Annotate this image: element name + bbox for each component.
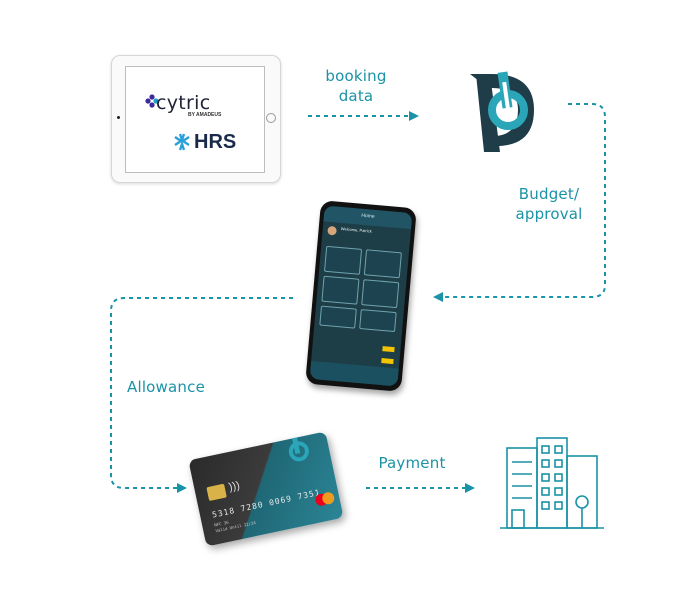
cytric-brand: cytric (156, 92, 211, 114)
phone-tile (323, 245, 363, 275)
allowance-label: Allowance (126, 378, 206, 396)
tablet-home-button (266, 113, 276, 123)
phone-tile (319, 305, 357, 329)
budget-label-line1: Budget/ (518, 185, 580, 203)
hrs-star-icon (174, 133, 190, 151)
booking-label-line2: data (338, 87, 374, 105)
budget-label-line2: approval (515, 205, 583, 223)
phone-tile (359, 309, 397, 333)
phone-screen-title: Home (361, 212, 375, 220)
phone-frame: Home Welcome, Patrick (305, 200, 417, 392)
hrs-brand: HRS (194, 131, 237, 153)
card-p-logo-icon (288, 437, 309, 462)
phone-tile (363, 249, 402, 279)
cytric-subtitle: BY AMADEUS (188, 112, 222, 118)
card-number: 5318 7280 0069 7351 (211, 487, 322, 520)
phone-tile (321, 275, 360, 305)
booking-label: booking data (314, 66, 398, 106)
phone-device: Home Welcome, Patrick (303, 200, 417, 392)
phone-nav-bar (309, 360, 399, 387)
cytric-dots-icon (145, 94, 190, 151)
payment-label: Payment (378, 454, 446, 472)
phone-status-chip (381, 358, 394, 365)
allowance-connector (110, 297, 293, 493)
phone-status-chip (382, 346, 395, 353)
card-chip (206, 483, 227, 502)
budget-label: Budget/ approval (500, 184, 598, 224)
budget-connector (433, 103, 606, 302)
contactless-icon: ))) (227, 479, 241, 494)
phone-tile (361, 279, 400, 309)
tablet-device: cytric BY AMADEUS HRS (111, 55, 281, 183)
phone-screen: Home Welcome, Patrick (309, 205, 413, 387)
tablet-camera (117, 116, 120, 119)
tablet-screen: cytric BY AMADEUS HRS (125, 66, 265, 173)
booking-label-line1: booking (325, 67, 387, 85)
payment-card: ))) 5318 7280 0069 7351 NFC 36 Valid Unt… (188, 431, 344, 547)
phone-header: Home (323, 205, 413, 230)
phone-welcome-text: Welcome, Patrick (340, 225, 372, 234)
avatar (327, 225, 337, 236)
